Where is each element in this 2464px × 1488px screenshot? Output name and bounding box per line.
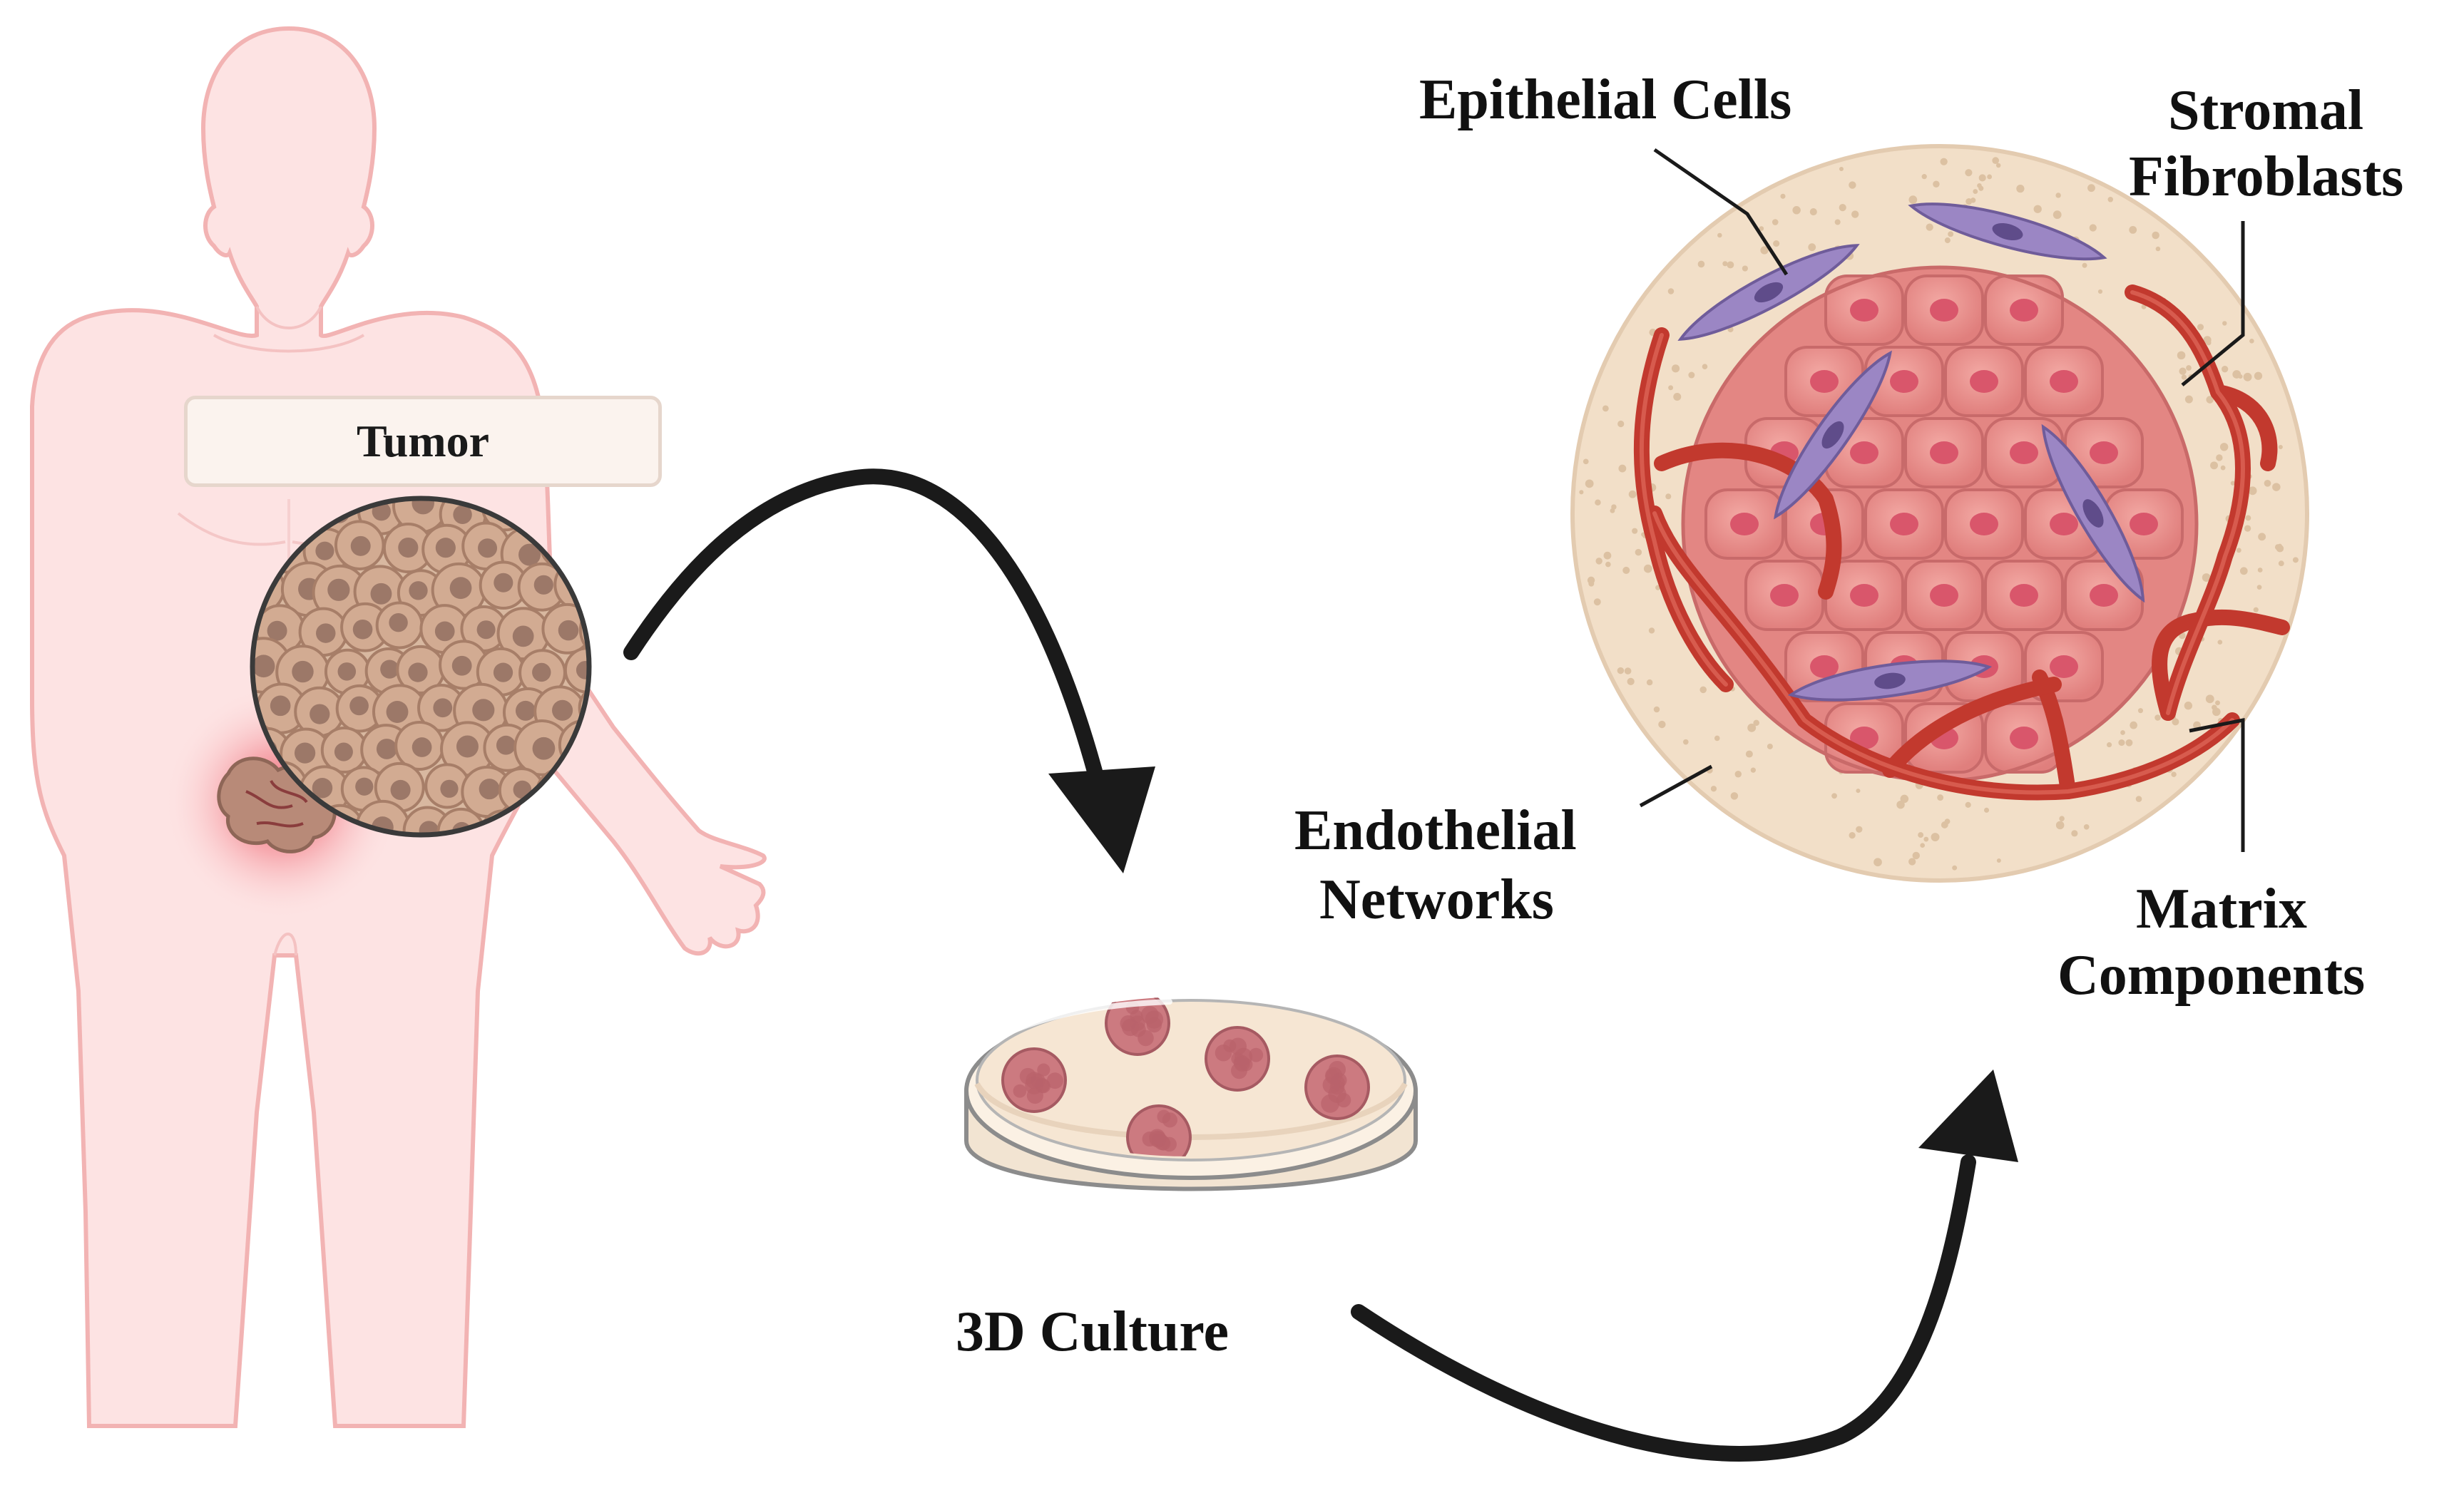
epithelial-cell: [1984, 560, 2064, 631]
tumor-tissue-cell: [558, 498, 589, 532]
tumor-tissue-cell: [513, 805, 568, 835]
tumor-label: Tumor: [184, 396, 662, 487]
arrow-to-organoid: [1351, 1154, 1976, 1462]
petri-dish: [964, 997, 1418, 1191]
stromal-label-line2: Fibroblasts: [2129, 145, 2404, 208]
matrix-label-line2: Components: [2057, 944, 2366, 1007]
culture-label: 3D Culture: [956, 1300, 1229, 1363]
epithelial-cell: [1984, 274, 2064, 346]
fibroblast-cell: [1774, 350, 1892, 520]
epithelial-cell: [2024, 346, 2104, 417]
arrowhead-up: [1918, 1069, 2018, 1162]
tumor-tissue-cell: [578, 684, 589, 732]
leader-stromal: [2181, 221, 2245, 386]
tumor-tissue-cell: [578, 601, 589, 659]
endothelial-label-line1: Endothelial: [1294, 799, 1577, 862]
epithelial-cells-label: Epithelial Cells: [1419, 68, 1792, 131]
arrowhead-down: [1048, 766, 1155, 873]
arrow-to-culture: [623, 468, 1106, 792]
spheroid: [1304, 1055, 1370, 1120]
epithelial-cell: [1904, 274, 1984, 346]
leader-lines: [1639, 148, 2245, 852]
tumor-tissue-cell: [553, 558, 589, 612]
leader-matrix: [2189, 717, 2245, 852]
organoid-detail: [1570, 144, 2309, 883]
spheroid: [1205, 1026, 1270, 1092]
leader-epithelial: [1653, 148, 1789, 276]
fibroblast-cell: [2041, 424, 2145, 603]
fibroblast-cell: [1787, 660, 1993, 702]
fibroblast-cell: [1908, 202, 2107, 261]
fibroblast-cell: [1677, 244, 1860, 341]
leader-endothelial: [1639, 764, 1713, 808]
endothelial-vessels: [1633, 284, 2290, 801]
epithelial-cell: [1704, 488, 1784, 560]
spheroid: [1001, 1047, 1067, 1113]
epithelial-cell: [1904, 417, 1984, 488]
epithelial-cell: [1744, 560, 1824, 631]
epithelial-cell: [1864, 488, 1944, 560]
endothelial-label-line2: Networks: [1319, 868, 1554, 931]
stromal-fibroblasts: [1677, 202, 2145, 702]
matrix-label-line1: Matrix: [2136, 878, 2307, 940]
epithelial-cell: [1824, 274, 1904, 346]
process-arrows: [623, 468, 2018, 1462]
spheroid: [1126, 1104, 1192, 1156]
epithelial-cell: [1904, 560, 1984, 631]
tumor-tissue-cell: [575, 524, 589, 579]
epithelial-cell: [1944, 346, 2024, 417]
epithelial-cell: [1984, 702, 2064, 774]
epithelial-cell: [1944, 488, 2024, 560]
stromal-label-line1: Stromal: [2168, 79, 2364, 142]
